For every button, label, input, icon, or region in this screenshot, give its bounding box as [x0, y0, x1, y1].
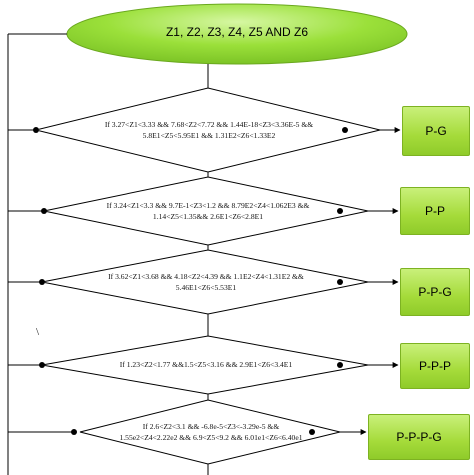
decision-3-line-1: If 3.62<Z1<3.68 && 4.18<Z2<4.39 && 1.1E2…: [108, 272, 304, 281]
decision-1-line-1: If 3.27<Z1<3.33 && 7.68<Z2<7.72 && 1.44E…: [104, 120, 314, 129]
decision-1-line-2: 5.8E1<Z5<5.95E1 && 1.31E2<Z6<1.33E2: [142, 131, 276, 140]
stray-backslash-mark: \: [36, 326, 40, 338]
decision-3-line-2: 5.46E1<Z6<5.53E1: [175, 283, 237, 292]
decision-text-4: If 1.23<Z2<1.77 &&1.5<Z5<3.16 && 2.9E1<Z…: [68, 359, 344, 370]
decision-text-3: If 3.62<Z1<3.68 && 4.18<Z2<4.39 && 1.1E2…: [68, 271, 344, 293]
decision-3: [8, 249, 399, 315]
decision-text-5: If 2.6<Z2<3.1 && -6.8e-5<Z3<-3.29e-5 && …: [96, 421, 326, 443]
start-label: Z1, Z2, Z3, Z4, Z5 AND Z6: [165, 25, 309, 39]
decision-2: [8, 176, 399, 246]
decision-text-1: If 3.27<Z1<3.33 && 7.68<Z2<7.72 && 1.44E…: [64, 119, 354, 141]
decision-2-line-1: If 3.24<Z1<3.3 && 9.7E-1<Z3<1.2 && 8.79E…: [106, 201, 310, 210]
decision-2-line-2: 1.14<Z5<1.35&& 2.6E1<Z6<2.8E1: [152, 212, 264, 221]
exit-dot-2: [337, 208, 343, 214]
decision-5-line-2: 1.55e2<Z4<2.22e2 && 6.9<Z5<9.2 && 6.01e1…: [119, 433, 303, 442]
decision-4-line-1: If 1.23<Z2<1.77 &&1.5<Z5<3.16 && 2.9E1<Z…: [119, 360, 293, 369]
exit-dot-1: [342, 127, 348, 133]
decision-1: [8, 87, 401, 173]
exit-dot-4: [337, 362, 343, 368]
result-box-1: P-G: [402, 106, 470, 156]
decision-4: [8, 335, 399, 395]
decision-text-2: If 3.24<Z1<3.3 && 9.7E-1<Z3<1.2 && 8.79E…: [70, 200, 346, 222]
branch-dot-5: [71, 429, 77, 435]
decision-5-line-1: If 2.6<Z2<3.1 && -6.8e-5<Z3<-3.29e-5 &&: [142, 422, 280, 431]
exit-dot-3: [337, 279, 343, 285]
result-box-4: P-P-P: [400, 343, 470, 389]
result-box-5: P-P-P-G: [368, 414, 470, 460]
decision-5: [8, 399, 367, 465]
result-box-2: P-P: [400, 187, 470, 235]
result-box-3: P-P-G: [400, 268, 470, 316]
exit-dot-5: [309, 429, 315, 435]
